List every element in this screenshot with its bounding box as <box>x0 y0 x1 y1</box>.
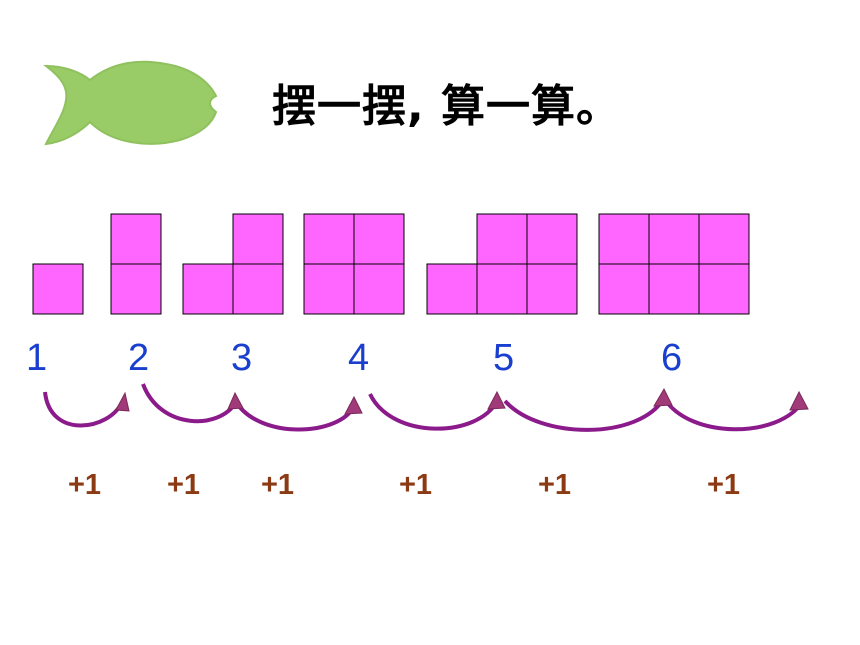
number-label-1: 1 <box>26 337 47 379</box>
block-group-3 <box>182 213 284 315</box>
block-group-6 <box>598 213 750 315</box>
arrow-head-3 <box>344 395 363 415</box>
fish-icon <box>42 60 218 146</box>
step-arc-5 <box>503 396 666 432</box>
step-arc-6 <box>662 396 804 432</box>
step-label-6: +1 <box>707 469 740 501</box>
step-arcs <box>43 383 804 432</box>
arrow-head-1 <box>115 391 130 412</box>
step-arc-2 <box>141 383 238 424</box>
number-label-4: 4 <box>348 337 369 379</box>
step-label-2: +1 <box>167 469 200 501</box>
block-group-5 <box>426 213 578 315</box>
step-label-1: +1 <box>68 469 101 501</box>
block-group-4 <box>303 213 405 315</box>
step-arc-3 <box>234 400 356 432</box>
arrow-head-2 <box>227 391 244 410</box>
step-label-3: +1 <box>261 469 294 501</box>
block-group-1 <box>32 263 84 315</box>
number-labels: 1 2 3 4 5 6 <box>26 337 682 379</box>
arrow-head-5 <box>653 387 673 407</box>
number-label-2: 2 <box>128 337 149 379</box>
step-label-4: +1 <box>399 469 432 501</box>
number-label-3: 3 <box>231 337 252 379</box>
block-groups <box>32 213 750 315</box>
number-label-5: 5 <box>493 337 514 379</box>
arrow-heads <box>115 387 809 415</box>
number-label-6: 6 <box>661 337 682 379</box>
step-labels: +1 +1 +1 +1 +1 +1 <box>68 469 740 501</box>
block-group-2 <box>110 213 162 315</box>
arrow-head-4 <box>487 390 506 410</box>
step-label-5: +1 <box>538 469 571 501</box>
page-title: 摆一摆, 算一算。 <box>272 81 622 132</box>
step-arc-1 <box>43 391 124 428</box>
arrow-head-6 <box>789 390 809 411</box>
step-arc-4 <box>368 393 499 431</box>
